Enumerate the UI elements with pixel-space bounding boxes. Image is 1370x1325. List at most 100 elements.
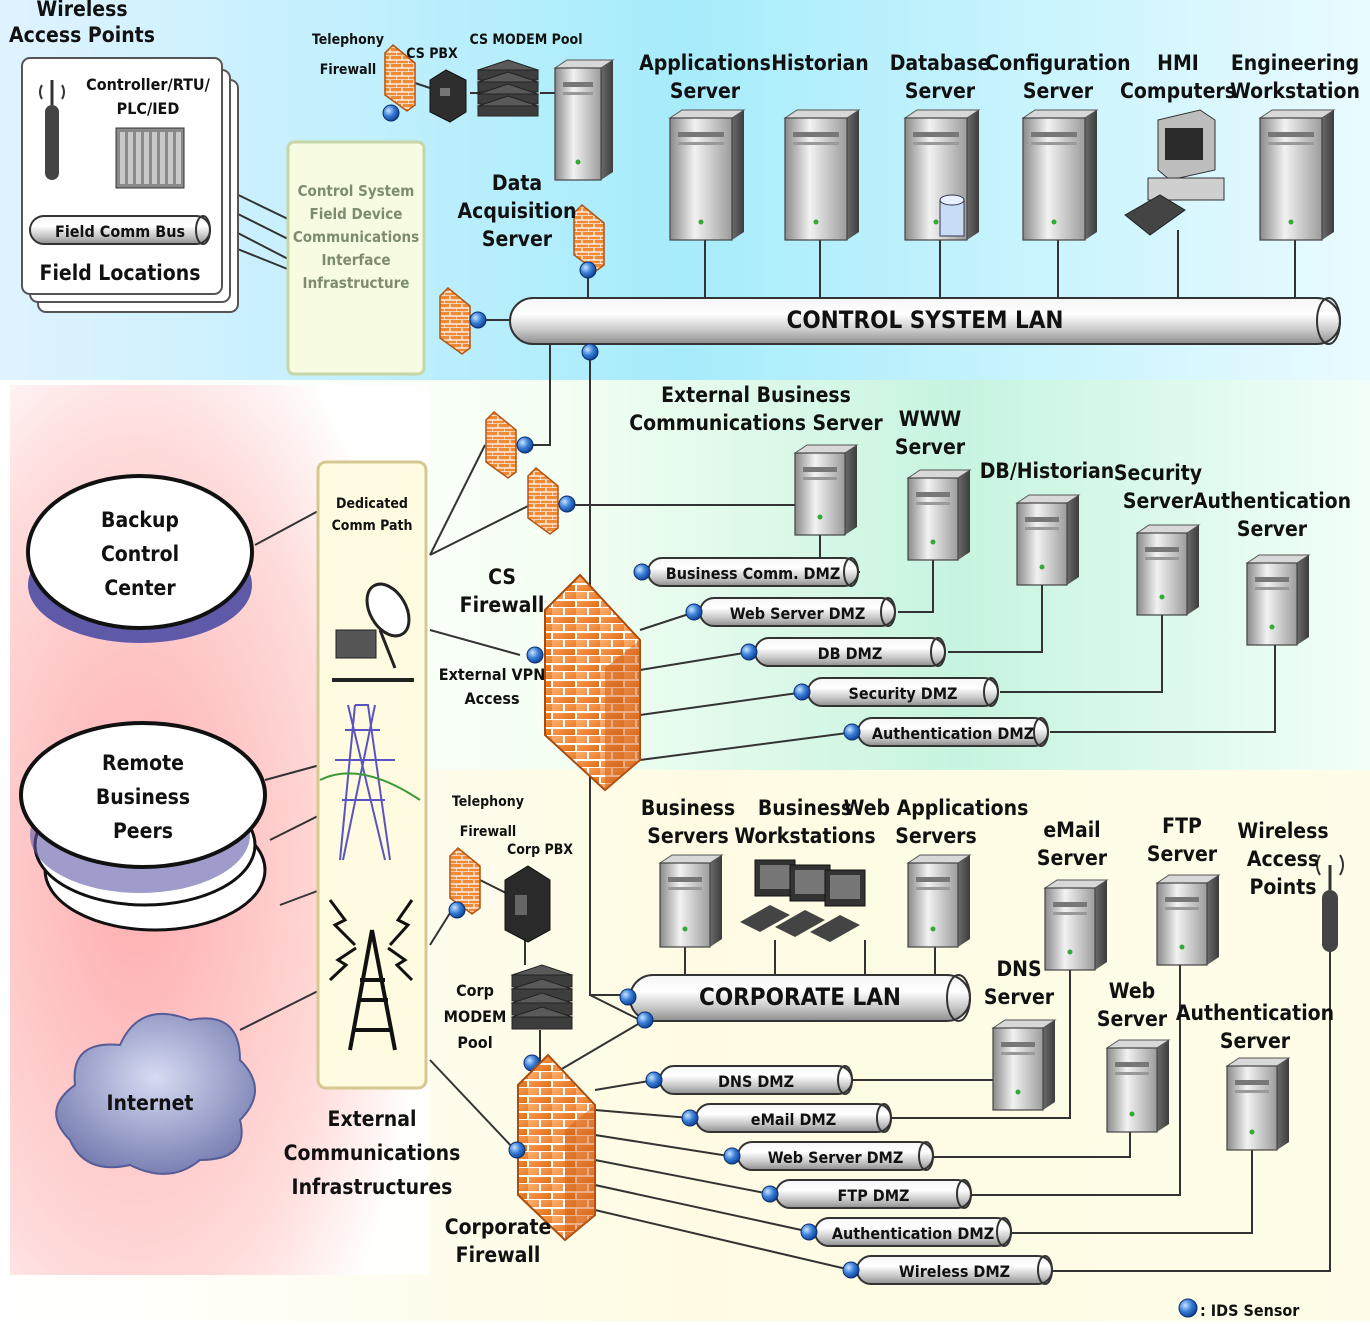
backup-control-center-label-line: Center (104, 576, 176, 600)
corp-server-label-8-line: Authentication (1176, 1001, 1334, 1025)
ids-sensor-icon (619, 988, 637, 1006)
top-server-label-3-line: Configuration (985, 51, 1130, 75)
corp-pbx-icon (504, 865, 551, 943)
field-device-interface-label-line: Field Device (310, 205, 403, 223)
middle-server-label-4-line: Authentication (1193, 489, 1351, 513)
wireless-antenna-icon (1316, 854, 1344, 952)
corporate-lan-label: CORPORATE LAN (699, 983, 901, 1011)
cs-pbx-label-line: CS PBX (406, 46, 458, 62)
ids-sensor-icon (633, 563, 651, 581)
internet-label: Internet (107, 1091, 194, 1115)
top-server-label-0-line: Server (670, 79, 741, 103)
top-server-label-2-line: Database (890, 51, 991, 75)
ids-sensor-icon (448, 901, 466, 919)
top-server-label-1-line: Historian (771, 51, 869, 75)
antenna-icon (39, 80, 65, 180)
top-server-label-3-line: Server (1023, 79, 1094, 103)
corp-server-label-5-line: Points (1249, 875, 1316, 899)
top-server-label-5-line: Engineering (1231, 51, 1359, 75)
dedicated-comm-path-label-line: Comm Path (332, 518, 413, 534)
middle-server-label-1-line: WWW (899, 407, 962, 431)
remote-business-peers-ellipse (19, 721, 267, 932)
data-acquisition-server-label-line: Server (482, 227, 553, 251)
field-comm-bus: Field Comm Bus (29, 215, 211, 245)
business-workstations-icon (740, 859, 866, 942)
field-comm-bus-label: Field Comm Bus (55, 222, 185, 241)
middle-dmz-3: Security DMZ (807, 677, 999, 707)
wireless-access-points-label-line: Wireless (36, 0, 127, 21)
middle-dmz-1-label: Web Server DMZ (730, 604, 866, 623)
corp-server-label-4-line: FTP (1162, 814, 1202, 838)
server-icon-3 (1021, 109, 1099, 241)
data-acquisition-firewall-icon (573, 203, 605, 272)
internet-label-line: Internet (107, 1091, 194, 1115)
business-server-icon (658, 854, 724, 948)
ids-sensor-icon (636, 1011, 654, 1029)
ids-sensor-icon (842, 1261, 860, 1279)
corp-server-label-5-line: Access (1247, 847, 1319, 871)
ids-sensor-icon (526, 646, 544, 664)
corp-telephony-firewall-label-line: Telephony (452, 794, 524, 810)
ids-sensor-icon (516, 436, 534, 454)
backup-control-center-label-line: Backup (101, 508, 179, 532)
corp-server-label-1-line: Workstations (734, 824, 875, 848)
data-acquisition-server-label-line: Data (492, 171, 542, 195)
cs-pbx-label: CS PBX (406, 46, 458, 62)
corporate-dmz-1-label: eMail DMZ (751, 1110, 836, 1129)
ids-sensor-icon (740, 643, 758, 661)
authentication-server-icon (1245, 554, 1311, 646)
corp-server-label-8-line: Server (1220, 1029, 1291, 1053)
ids-sensor-icon (843, 723, 861, 741)
corporate-dmz-1: eMail DMZ (695, 1103, 892, 1133)
data-acquisition-server-label-line: Acquisition (458, 199, 577, 223)
corp-server-label-2-line: Servers (895, 824, 976, 848)
remote-business-peers-label-line: Business (96, 785, 190, 809)
server-icon-5 (1258, 109, 1336, 241)
cs-modem-pool-icon (476, 59, 540, 117)
external-comm-infrastructures-label-line: External (328, 1107, 417, 1131)
middle-dmz-0-label: Business Comm. DMZ (666, 564, 841, 583)
external-vpn-label-line: Access (464, 689, 519, 708)
server-icon-1 (783, 109, 861, 241)
top-server-label-5-line: Workstation (1230, 79, 1360, 103)
ids-sensor-icon (645, 1071, 663, 1089)
legend-ids-icon (1178, 1298, 1198, 1318)
top-server-label-2-line: Server (905, 79, 976, 103)
cs-modem-pool-label-line: CS MODEM Pool (469, 32, 582, 48)
corp-server-label-7-line: Web (1109, 979, 1155, 1003)
corp-server-label-0-line: Business (641, 796, 735, 820)
field-device-interface-label-line: Interface (321, 251, 390, 269)
field-device-interface-label-line: Communications (293, 228, 419, 246)
connection-lines (227, 82, 1331, 1272)
external-link-firewall-icon-2 (527, 466, 559, 535)
ids-sensor-icon (800, 1223, 818, 1241)
corporate-dmz-5: Wireless DMZ (856, 1255, 1053, 1285)
top-server-label-1: Historian (771, 51, 869, 75)
cs-modem-pool-label: CS MODEM Pool (469, 32, 582, 48)
corporate-firewall-label-line: Firewall (456, 1243, 541, 1267)
cs-firewall-icon (544, 573, 641, 792)
corp-server-label-6-line: Server (984, 985, 1055, 1009)
ids-sensor-icon (558, 495, 576, 513)
top-server-label-0-line: Applications (639, 51, 771, 75)
corp-telephony-firewall-label-line: Firewall (460, 824, 516, 840)
cs-firewall-label-line: CS (488, 565, 516, 589)
middle-server-label-0-line: External Business (661, 383, 851, 407)
controller-rtu-label: Controller/RTU/PLC/IED (86, 75, 210, 118)
corp-server-label-5-line: Wireless (1237, 819, 1328, 843)
middle-server-label-3-line: Security (1114, 461, 1202, 485)
corp-pbx-label-line: Corp PBX (507, 842, 573, 858)
controller-rack-icon (115, 127, 185, 189)
